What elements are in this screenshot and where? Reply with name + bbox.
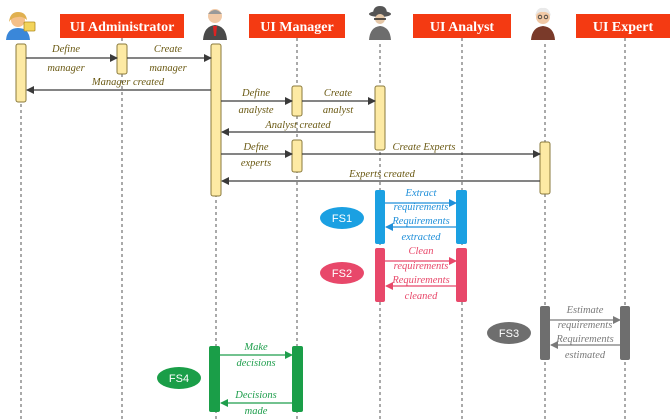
activation-ui-administrator — [116, 43, 128, 75]
analyst-spy-icon — [369, 6, 391, 40]
msg-estimated-2: estimated — [565, 350, 606, 361]
fs3-activation-expert — [540, 306, 550, 360]
msg-define-analyste-2: analyste — [239, 105, 274, 116]
fs2-activation-analyst — [375, 248, 385, 302]
fs2-activation-ui-analyst — [456, 248, 467, 302]
fs4-group: FS4 Make decisions Decisions made — [157, 342, 303, 417]
fs4-activation-ui-manager — [292, 346, 303, 412]
msg-manager-created: Manager created — [91, 77, 165, 88]
msg-create-manager-2: manager — [149, 63, 187, 74]
msg-estimate-2: requirements — [558, 320, 613, 331]
fs1-label: FS1 — [332, 213, 352, 225]
msg-extract-1: Extract — [405, 188, 438, 199]
fs1-activation-analyst — [375, 190, 385, 244]
fs3-activation-ui-expert — [620, 306, 630, 360]
header-ui-manager: UI Manager — [249, 14, 345, 38]
header-ui-analyst-label: UI Analyst — [430, 20, 495, 35]
user-admin-icon — [6, 12, 36, 40]
msg-make-2: decisions — [236, 358, 275, 369]
activation-ui-manager-2 — [291, 139, 303, 173]
msg-clean-2: requirements — [394, 261, 449, 272]
fs3-label: FS3 — [499, 328, 519, 340]
header-ui-manager-label: UI Manager — [260, 20, 334, 35]
fs2-group: FS2 Clean requirements Requirements clea… — [320, 246, 467, 302]
manager-person-icon — [203, 9, 227, 40]
msg-analyst-created: Analyst created — [264, 120, 331, 131]
fs4-activation-manager — [209, 346, 220, 412]
msg-extracted-2: extracted — [401, 232, 441, 243]
header-ui-expert: UI Expert — [576, 14, 670, 38]
msg-create-analyst-2: analyst — [323, 105, 354, 116]
msg-estimate-1: Estimate — [566, 305, 604, 316]
msg-create-experts: Create Experts — [393, 142, 456, 153]
fs1-activation-ui-analyst — [456, 190, 467, 244]
header-ui-expert-label: UI Expert — [593, 20, 654, 35]
fs3-badge — [487, 322, 531, 344]
msg-estimated-1: Requirements — [555, 334, 613, 345]
msg-define-experts-1: Defne — [242, 142, 268, 153]
msg-define-experts-2: experts — [241, 158, 271, 169]
header-ui-administrator-label: UI Administrator — [70, 20, 175, 35]
msg-define-analyste-1: Define — [241, 88, 270, 99]
msg-clean-1: Clean — [408, 246, 433, 257]
activation-expert-actor — [539, 141, 551, 195]
fs4-badge — [157, 367, 201, 389]
fs3-group: FS3 Estimate requirements Requirements e… — [487, 305, 630, 361]
msg-define-manager-2: manager — [47, 63, 85, 74]
fs4-label: FS4 — [169, 373, 189, 385]
admin-messages: Define manager Create manager Manager cr… — [26, 44, 541, 185]
msg-create-analyst-1: Create — [324, 88, 353, 99]
msg-experts-created: Experts created — [348, 169, 416, 180]
msg-cleaned-2: cleaned — [405, 291, 438, 302]
activation-ui-manager-1 — [291, 85, 303, 117]
msg-create-manager-1: Create — [154, 44, 183, 55]
msg-made-1: Decisions — [234, 390, 276, 401]
activation-admin-actor — [15, 43, 27, 103]
msg-make-1: Make — [243, 342, 268, 353]
msg-extract-2: requirements — [394, 202, 449, 213]
activation-manager-actor — [210, 43, 222, 197]
fs2-label: FS2 — [332, 268, 352, 280]
fs1-group: FS1 Extract requirements Requirements ex… — [320, 188, 467, 244]
expert-professor-icon — [531, 7, 555, 40]
msg-extracted-1: Requirements — [391, 216, 449, 227]
msg-cleaned-1: Requirements — [391, 275, 449, 286]
header-ui-analyst: UI Analyst — [413, 14, 511, 38]
header-ui-administrator: UI Administrator — [60, 14, 184, 38]
msg-made-2: made — [245, 406, 268, 417]
msg-define-manager-1: Define — [51, 44, 80, 55]
fs1-badge — [320, 207, 364, 229]
activation-analyst-actor — [374, 85, 386, 151]
fs2-badge — [320, 262, 364, 284]
